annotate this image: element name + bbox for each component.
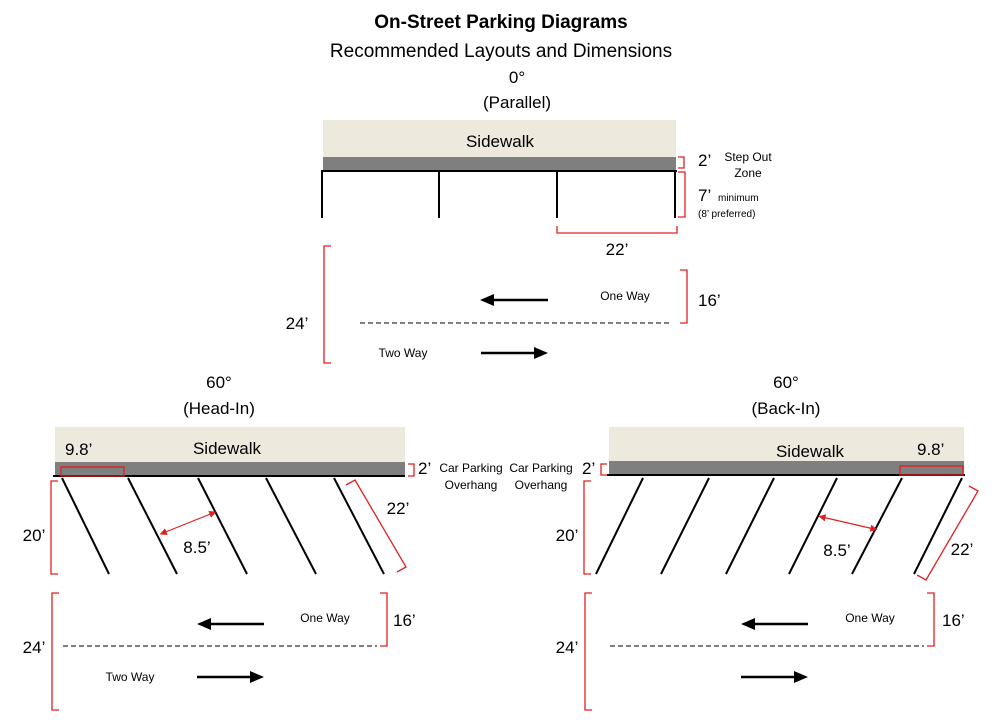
back-in-sidewalk bbox=[609, 427, 964, 463]
head-in-step-dim: 2’ bbox=[418, 459, 431, 478]
parallel-depth-pref: (8’ preferred) bbox=[698, 209, 755, 220]
head-in-sidewalk bbox=[55, 427, 405, 463]
back-in-overhang-marker bbox=[899, 465, 964, 476]
head-in-depth-dim: 20’ bbox=[23, 526, 46, 545]
back-in-depth-dim: 20’ bbox=[556, 526, 579, 545]
back-in-one-way-bracket bbox=[927, 592, 935, 647]
head-in-type-label: (Head-In) bbox=[183, 399, 255, 418]
head-in-step-zone bbox=[55, 462, 405, 476]
parallel-one-way-bracket bbox=[680, 269, 688, 324]
back-in-lane-total-dim: 24’ bbox=[556, 638, 579, 657]
head-in-one-way-dim: 16’ bbox=[393, 611, 416, 630]
back-in-type-label: (Back-In) bbox=[752, 399, 821, 418]
back-in-step-bracket bbox=[600, 463, 607, 476]
back-in-stall-length-dim: 22’ bbox=[951, 540, 974, 559]
head-in-stall-line bbox=[197, 477, 248, 575]
parallel-two-way-label: Two Way bbox=[379, 346, 428, 360]
back-in-angle-label: 60° bbox=[773, 373, 799, 392]
back-in-stall-line bbox=[725, 477, 775, 575]
head-in-overhang-dim: 9.8’ bbox=[65, 440, 92, 459]
head-in-overhang-label: Overhang bbox=[445, 478, 498, 492]
head-in-stall-length-dim: 22’ bbox=[387, 499, 410, 518]
head-in-one-way-label: One Way bbox=[300, 611, 350, 625]
parallel-stall-length-bracket bbox=[556, 226, 678, 234]
parallel-step-out-label: Step Out bbox=[724, 150, 772, 164]
parallel-depth-min: minimum bbox=[718, 193, 759, 204]
parallel-step-out-dim: 2’ bbox=[698, 151, 711, 170]
back-in-stall-line bbox=[913, 477, 963, 575]
parallel-one-way-label: One Way bbox=[600, 289, 650, 303]
left-arrow-icon bbox=[741, 618, 808, 630]
right-arrow-icon bbox=[741, 671, 808, 683]
back-in-step-dim: 2’ bbox=[582, 459, 595, 478]
head-in-stall-line bbox=[333, 477, 385, 575]
head-in-sidewalk-label: Sidewalk bbox=[193, 439, 262, 458]
parallel-depth-bracket bbox=[678, 171, 686, 218]
back-in-lane-bracket bbox=[584, 592, 592, 711]
parallel-step-out-label: Zone bbox=[734, 166, 762, 180]
head-in-stall-line bbox=[265, 477, 317, 575]
parallel-sidewalk-label: Sidewalk bbox=[466, 132, 535, 151]
back-in-stall-length-bracket bbox=[916, 485, 979, 581]
back-in-one-way-dim: 16’ bbox=[942, 611, 965, 630]
back-in-sidewalk-label: Sidewalk bbox=[776, 442, 845, 461]
left-arrow-icon bbox=[480, 294, 548, 306]
head-in-overhang-marker bbox=[60, 466, 125, 477]
back-in-overhang-label: Overhang bbox=[515, 478, 568, 492]
parallel-type-label: (Parallel) bbox=[483, 93, 551, 112]
head-in-stall-line bbox=[127, 477, 178, 575]
back-in-stall-line bbox=[660, 477, 710, 575]
back-in-step-zone bbox=[609, 461, 964, 475]
back-in-stall-line bbox=[595, 477, 644, 575]
head-in-stall-length-bracket bbox=[345, 479, 407, 573]
head-in-stall-line bbox=[61, 477, 110, 575]
head-in-two-way-label: Two Way bbox=[106, 670, 155, 684]
back-in-stall-width-arrow bbox=[818, 514, 878, 532]
parallel-step-out-zone bbox=[323, 157, 676, 171]
back-in-overhang-dim: 9.8’ bbox=[917, 440, 944, 459]
parallel-sidewalk bbox=[323, 120, 676, 158]
back-in-stall-width-dim: 8.5’ bbox=[823, 541, 850, 560]
parallel-parking-section: 0° (Parallel) Sidewalk 2’ Step Out Zone … bbox=[286, 68, 772, 364]
left-arrow-icon bbox=[197, 618, 264, 630]
back-in-depth-bracket bbox=[583, 480, 591, 575]
diagram-subtitle: Recommended Layouts and Dimensions bbox=[330, 41, 672, 62]
back-in-stall-line bbox=[788, 477, 838, 575]
parallel-step-out-bracket bbox=[678, 156, 685, 169]
head-in-overhang-label: Car Parking bbox=[439, 461, 502, 475]
head-in-depth-bracket bbox=[50, 480, 58, 575]
head-in-one-way-bracket bbox=[380, 592, 388, 647]
head-in-lane-total-dim: 24’ bbox=[23, 638, 46, 657]
parallel-one-way-dim: 16’ bbox=[698, 291, 721, 310]
head-in-angle-label: 60° bbox=[206, 373, 232, 392]
parallel-lane-total-dim: 24’ bbox=[286, 314, 309, 333]
parallel-stall-length-dim: 22’ bbox=[606, 240, 629, 259]
head-in-stall-width-arrow bbox=[159, 510, 217, 536]
parallel-depth-dim: 7’ bbox=[698, 186, 711, 205]
back-in-overhang-label: Car Parking bbox=[509, 461, 572, 475]
head-in-parking-section: 60° (Head-In) Sidewalk 9.8’ 2’ Car Parki… bbox=[23, 373, 503, 711]
back-in-one-way-label: One Way bbox=[845, 611, 895, 625]
back-in-parking-section: 60° (Back-In) Sidewalk Car Parking Overh… bbox=[509, 373, 979, 711]
diagram-title: On-Street Parking Diagrams bbox=[374, 12, 627, 33]
head-in-step-bracket bbox=[408, 463, 415, 477]
right-arrow-icon bbox=[481, 347, 548, 359]
parallel-angle-label: 0° bbox=[509, 68, 525, 87]
parallel-lane-bracket bbox=[323, 245, 331, 364]
head-in-lane-bracket bbox=[51, 592, 59, 711]
right-arrow-icon bbox=[197, 671, 264, 683]
head-in-stall-width-dim: 8.5’ bbox=[183, 538, 210, 557]
